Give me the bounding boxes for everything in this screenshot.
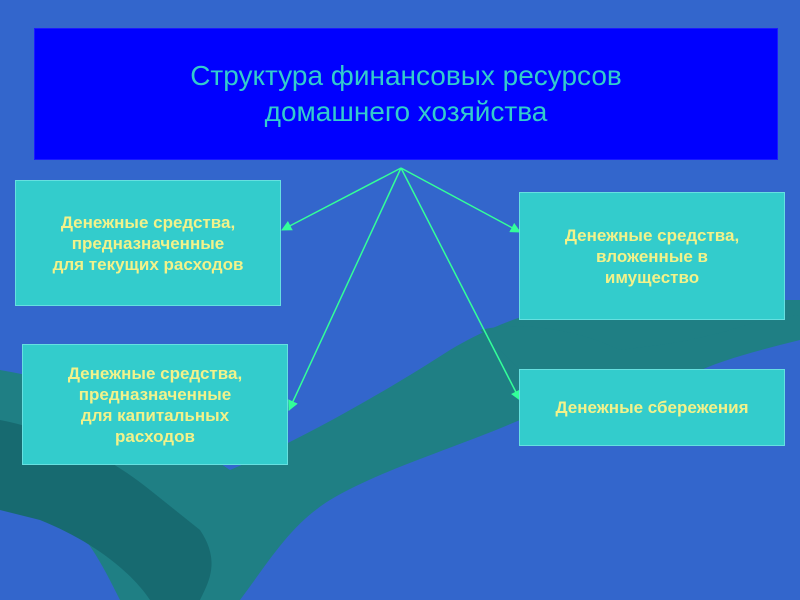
box-current-expenses: Денежные средства, предназначенные для т… [15, 180, 281, 306]
handshake-shadow [0, 420, 212, 600]
diagram-title: Структура финансовых ресурсов домашнего … [190, 60, 622, 127]
box-property: Денежные средства, вложенные в имущество [519, 192, 785, 320]
arrow-to-savings [400, 167, 521, 401]
arrow-to-current-expenses [281, 167, 402, 231]
title-box: Структура финансовых ресурсов домашнего … [34, 28, 778, 160]
arrow-to-capital-expenses [288, 167, 402, 411]
arrow-to-property [400, 167, 521, 233]
box-savings-label: Денежные сбережения [555, 398, 749, 417]
box-current-expenses-label: Денежные средства, предназначенные для т… [52, 212, 244, 274]
box-savings: Денежные сбережения [519, 369, 785, 446]
box-capital-expenses: Денежные средства, предназначенные для к… [22, 344, 288, 465]
box-property-label: Денежные средства, вложенные в имущество [564, 225, 740, 287]
box-capital-expenses-label: Денежные средства, предназначенные для к… [67, 363, 243, 446]
